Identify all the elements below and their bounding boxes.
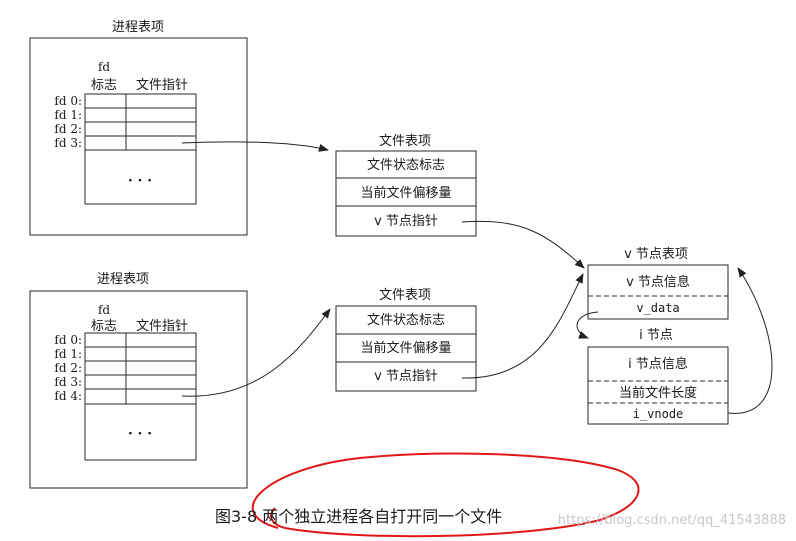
- file-table-frame: [335, 305, 477, 392]
- i-node-frame: [587, 346, 729, 425]
- figure-caption: 图3-8 两个独立进程各自打开同一个文件: [215, 507, 502, 526]
- red-annotation-circle: [252, 452, 640, 538]
- v-node-table-entry: v 节点表项 v 节点信息 v_data: [587, 247, 729, 320]
- fd-row-label: fd 1:: [54, 347, 82, 361]
- watermark: https://blog.csdn.net/qq_41543888: [558, 513, 786, 528]
- fd-column-header: fd: [98, 303, 110, 317]
- fd-row-label: fd 0:: [54, 94, 82, 108]
- vptr1-to-vnode-arrow: [461, 220, 585, 269]
- process-table-frame: [29, 290, 248, 489]
- fd-row-label: fd 0:: [54, 333, 82, 347]
- fd-row-label: fd 1:: [54, 108, 82, 122]
- current-file-offset: 当前文件偏移量: [360, 340, 451, 356]
- fd-table: [84, 93, 197, 205]
- fd-row-label: fd 4:: [54, 389, 82, 403]
- v-data-field: v_data: [636, 301, 679, 315]
- v-node-pointer: v 节点指针: [374, 369, 438, 384]
- v-node-title: v 节点表项: [624, 247, 688, 262]
- i-vnode-field: i_vnode: [633, 407, 684, 421]
- i-node-entry: i 节点 i 节点信息 当前文件长度 i_vnode: [587, 328, 729, 425]
- file-status-flags: 文件状态标志: [367, 158, 445, 173]
- i-node-title: i 节点: [639, 328, 673, 343]
- ivnode-to-vnode-arrow: [727, 267, 773, 414]
- current-file-length: 当前文件长度: [619, 385, 697, 401]
- file-table-2: 文件表项 文件状态标志 当前文件偏移量 v 节点指针: [335, 288, 477, 392]
- fd-column-header: fd: [98, 60, 110, 74]
- vdata-to-inode-arrow: [576, 311, 599, 339]
- v-node-frame: [587, 264, 729, 320]
- process-table-title: 进程表项: [97, 272, 149, 287]
- process-table-title: 进程表项: [112, 20, 164, 35]
- file-table-1: 文件表项 文件状态标志 当前文件偏移量 v 节点指针: [335, 134, 477, 237]
- file-status-flags: 文件状态标志: [367, 313, 445, 328]
- pointer-column-header: 文件指针: [136, 319, 188, 334]
- file-table-title: 文件表项: [379, 288, 431, 303]
- ellipsis: · · ·: [128, 426, 152, 442]
- v-node-pointer: v 节点指针: [374, 214, 438, 229]
- file-table-title: 文件表项: [379, 134, 431, 149]
- vptr2-to-vnode-arrow: [461, 273, 584, 379]
- i-node-info: i 节点信息: [628, 356, 688, 372]
- fd3-to-file-table-arrow: [181, 141, 329, 152]
- process-table-1: 进程表项 fd 标志 文件指针 fd 0: fd 1: fd 2: fd 3: …: [29, 20, 248, 236]
- process-table-frame: [29, 37, 248, 236]
- flag-column-header: 标志: [91, 319, 117, 334]
- flag-column-header: 标志: [91, 78, 117, 93]
- fd-row-label: fd 2:: [54, 122, 82, 136]
- pointer-column-header: 文件指针: [136, 78, 188, 93]
- current-file-offset: 当前文件偏移量: [360, 185, 451, 201]
- ellipsis: · · ·: [128, 173, 152, 189]
- fd4-to-file-table-arrow: [181, 308, 331, 397]
- file-table-frame: [335, 150, 477, 237]
- fd-row-label: fd 3:: [54, 375, 82, 389]
- process-table-2: 进程表项 fd 标志 文件指针 fd 0: fd 1: fd 2: fd 3: …: [29, 272, 248, 489]
- fd-row-label: fd 3:: [54, 136, 82, 150]
- fd-row-label: fd 2:: [54, 361, 82, 375]
- v-node-info: v 节点信息: [626, 274, 690, 290]
